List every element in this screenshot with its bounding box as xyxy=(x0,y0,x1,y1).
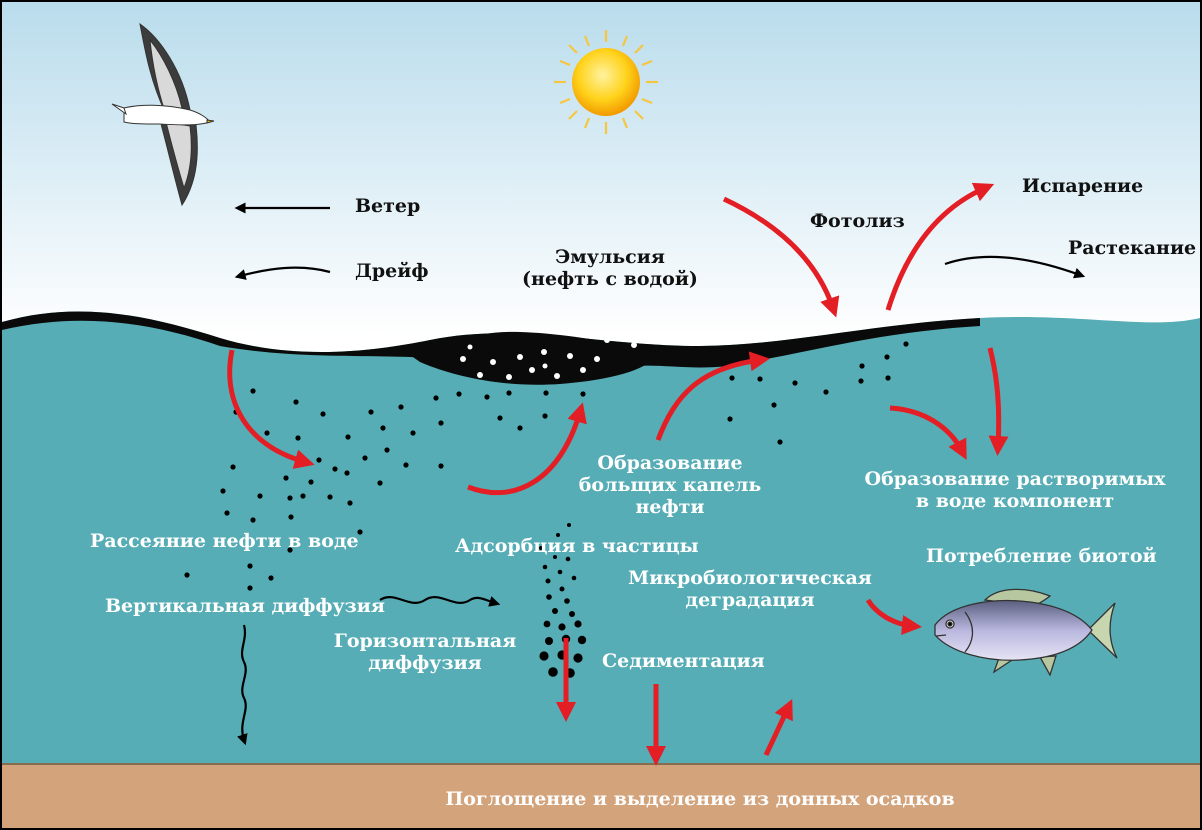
biota-label: Потребление биотой xyxy=(926,545,1157,567)
emulsion-label-line1: Эмульсия xyxy=(500,246,720,268)
soluble-line1: Образование растворимых xyxy=(860,468,1170,490)
large-droplets-label: Образование больщих капель нефти xyxy=(570,452,770,518)
microbial-line2: деградация xyxy=(625,589,875,611)
spreading-label: Растекание xyxy=(1068,237,1196,259)
evaporation-label: Испарение xyxy=(1022,175,1143,197)
emulsion-label-line2: (нефть с водой) xyxy=(500,268,720,290)
large-droplets-line2: больщих капель xyxy=(570,474,770,496)
horizontal-diffusion-label: Горизонтальная диффузия xyxy=(330,630,520,674)
large-droplets-line3: нефти xyxy=(570,496,770,518)
wind-label: Ветер xyxy=(355,195,420,217)
sediments-label: Поглощение и выделение из донных осадков xyxy=(300,788,1100,810)
dispersion-label: Рассеяние нефти в воде xyxy=(90,530,359,552)
soluble-line2: в воде компонент xyxy=(860,490,1170,512)
microbial-label: Микробиологическая деградация xyxy=(625,567,875,611)
emulsion-label: Эмульсия (нефть с водой) xyxy=(500,246,720,290)
photolysis-label: Фотолиз xyxy=(810,210,905,232)
soluble-components-label: Образование растворимых в воде компонент xyxy=(860,468,1170,512)
sedimentation-label: Седиментация xyxy=(602,650,765,672)
microbial-line1: Микробиологическая xyxy=(625,567,875,589)
drift-label: Дрейф xyxy=(355,260,429,282)
horizontal-line1: Горизонтальная xyxy=(330,630,520,652)
adsorption-label: Адсорбция в частицы xyxy=(455,535,699,557)
vertical-diffusion-label: Вертикальная диффузия xyxy=(105,595,385,617)
horizontal-line2: диффузия xyxy=(330,652,520,674)
large-droplets-line1: Образование xyxy=(570,452,770,474)
